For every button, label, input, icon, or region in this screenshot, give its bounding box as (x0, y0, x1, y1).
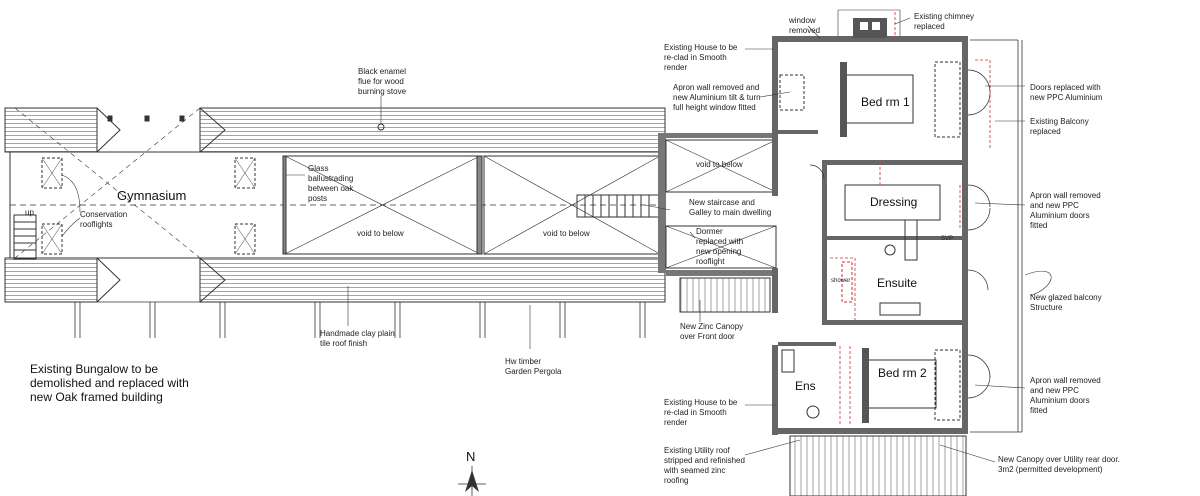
utility-canopy-note: New Canopy over Utility rear door. 3m2 (… (998, 455, 1120, 474)
rooflight (41, 157, 63, 189)
zinc-canopy (679, 277, 771, 313)
apron-note-low: Apron wall removed and new PPC Aluminium… (1030, 376, 1101, 415)
link-section (658, 133, 777, 313)
doors-replaced-note: Doors replaced with new PPC Aluminium (1030, 83, 1103, 102)
roof-upper-left (4, 107, 98, 153)
gymnasium-building (4, 107, 666, 338)
room-bed-2: Bed rm 2 (878, 366, 927, 380)
void-label: void to below (357, 229, 404, 238)
north-label: N (466, 449, 476, 464)
shower-label: shower (831, 278, 851, 284)
room-ensuite: Ensuite (877, 276, 918, 290)
utility-canopy (789, 435, 967, 496)
glazed-balcony-note: New glazed balcony Structure (1030, 293, 1102, 312)
roof-upper-main (199, 107, 666, 153)
void-label: void to below (696, 160, 743, 169)
pergola-note: Hw timber Garden Pergola (505, 357, 562, 376)
window-removed-note: window removed (789, 16, 821, 35)
room-gymnasium: Gymnasium (117, 188, 187, 203)
chimney (853, 18, 887, 38)
utility-roof-note: Existing Utility roof stripped and refin… (664, 446, 745, 485)
zinc-canopy-note: New Zinc Canopy over Front door (680, 322, 744, 341)
glass-note: Glass ballustrading between oak posts (308, 164, 354, 203)
reclad-note-bottom: Existing House to be re-clad in Smooth r… (664, 398, 738, 427)
north-arrow (458, 466, 486, 496)
roof-lower-main (199, 257, 666, 303)
window-removed (779, 74, 805, 111)
gym-stair (13, 214, 37, 260)
roof-lower-left (4, 257, 98, 303)
balcony-replaced-note: Existing Balcony replaced (1030, 117, 1089, 136)
bungalow-note: Existing Bungalow to be demolished and r… (30, 362, 189, 404)
flue-note: Black enamel flue for wood burning stove (358, 67, 407, 96)
room-ens: Ens (795, 379, 816, 393)
pergola (5, 301, 665, 338)
balcony (970, 39, 1023, 433)
rooflight (234, 157, 256, 189)
main-house (772, 9, 1023, 496)
rooflight (41, 223, 63, 255)
apron-note-mid: Apron wall removed and new PPC Aluminium… (1030, 191, 1101, 230)
apron-note-top: Apron wall removed and new Aluminium til… (673, 83, 761, 112)
chimney-note: Existing chimney replaced (914, 12, 975, 31)
staircase-note: New staircase and Galley to main dwellin… (689, 198, 772, 217)
leader-lines (61, 17, 1052, 463)
rooflights-note: Conservation rooflights (80, 210, 128, 229)
dormer-note: Dormer replaced with new opening rooflig… (696, 227, 744, 266)
reclad-note-top: Existing House to be re-clad in Smooth r… (664, 43, 738, 72)
room-bed-1: Bed rm 1 (861, 95, 910, 109)
stair-up-label: up (25, 208, 34, 217)
rooflight (234, 223, 256, 255)
clay-tile-note: Handmade clay plain tile roof finish (320, 329, 395, 348)
room-dressing: Dressing (870, 195, 918, 209)
svp-label: SVP (941, 236, 954, 242)
void-label: void to below (543, 229, 590, 238)
